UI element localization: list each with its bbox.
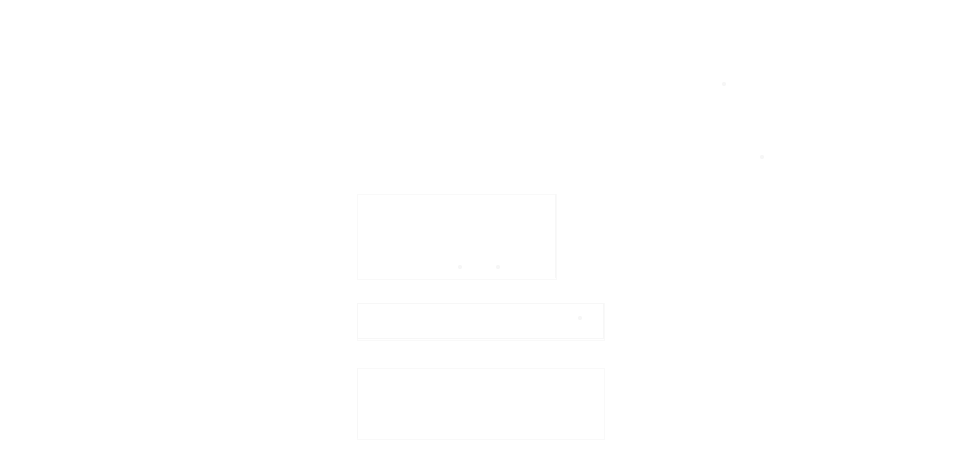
faint-dot	[458, 265, 462, 269]
faint-divider	[357, 368, 358, 438]
faint-dot	[496, 265, 500, 269]
faint-dot	[760, 155, 764, 159]
faint-divider	[603, 303, 604, 339]
faint-divider	[555, 194, 556, 278]
faint-panel-bottom	[357, 368, 605, 440]
faint-divider	[357, 338, 603, 339]
faint-dot	[578, 316, 582, 320]
faint-input-area	[357, 303, 605, 341]
faint-dot	[722, 82, 726, 86]
faint-divider	[357, 303, 603, 304]
faint-panel-top	[357, 194, 557, 280]
faint-divider	[357, 303, 358, 339]
